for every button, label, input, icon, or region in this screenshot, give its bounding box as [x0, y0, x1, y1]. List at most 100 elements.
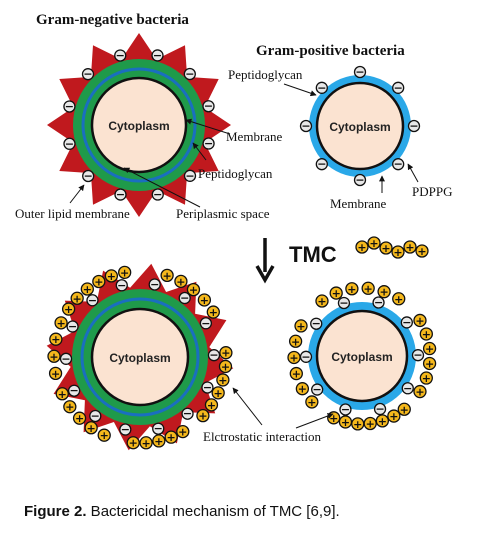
tmc-label: TMC [289, 242, 337, 267]
tmc-bead-icon: + [54, 316, 68, 330]
negative-charges: −−−−−−−−−− [299, 296, 425, 416]
tmc-bead-icon: + [294, 319, 308, 333]
negative-charge-icon: − [401, 382, 414, 395]
tmc-bead-icon: + [419, 327, 433, 341]
tmc-bead-icon: + [174, 274, 188, 288]
svg-text:+: + [332, 287, 341, 300]
pdppg-label: PDPPG [412, 184, 452, 199]
tmc-bead-icon: + [216, 373, 230, 387]
gram-negative-cell: Cytoplasm −−−−−−−−−−−− [47, 33, 231, 217]
negative-charge-icon: − [183, 67, 196, 80]
tmc-bead-icon: + [351, 417, 365, 431]
tmc-bead-icon: + [327, 411, 341, 425]
cytoplasm-label: Cytoplasm [109, 351, 170, 365]
svg-text:−: − [339, 296, 348, 309]
svg-text:+: + [298, 383, 307, 396]
svg-text:−: − [116, 188, 125, 201]
svg-text:−: − [83, 68, 92, 81]
negative-charge-icon: − [89, 409, 102, 422]
svg-text:−: − [183, 407, 192, 420]
negative-charge-icon: − [59, 352, 73, 365]
electrostatic-interaction-label: Elctrostatic interaction [203, 429, 322, 444]
svg-text:−: − [201, 317, 210, 330]
svg-text:−: − [203, 381, 212, 394]
svg-text:+: + [221, 347, 230, 360]
tmc-bead-icon: + [391, 245, 405, 259]
tmc-bead-icon: + [80, 282, 94, 296]
tmc-bead-icon: + [397, 402, 411, 416]
cytoplasm-label: Cytoplasm [108, 119, 169, 133]
tmc-bead-icon: + [288, 334, 303, 348]
negative-charge-icon: − [299, 350, 313, 363]
membrane-label-gp: Membrane [330, 196, 387, 211]
svg-text:+: + [379, 286, 388, 299]
tmc-bead-icon: + [70, 291, 84, 305]
tmc-bead-icon: + [419, 371, 433, 385]
bound-tmc-chains: +++++++++++++++++++++++++ [287, 281, 437, 431]
tmc-bead-icon: + [377, 285, 391, 299]
tmc-bead-icon: + [422, 341, 437, 356]
tmc-bead-icon: + [367, 236, 381, 250]
svg-text:−: − [355, 174, 364, 187]
svg-text:+: + [141, 437, 150, 450]
svg-text:+: + [405, 241, 414, 254]
svg-text:−: − [374, 296, 383, 309]
svg-text:+: + [120, 266, 129, 279]
svg-text:+: + [364, 282, 373, 295]
svg-text:+: + [317, 295, 326, 308]
svg-text:−: − [121, 423, 130, 436]
svg-text:+: + [56, 317, 65, 330]
negative-charge-icon: − [151, 49, 164, 62]
svg-text:+: + [381, 242, 390, 255]
tmc-bead-icon: + [104, 269, 119, 283]
svg-text:−: − [317, 81, 326, 94]
svg-text:+: + [291, 335, 300, 348]
svg-text:+: + [357, 241, 366, 254]
tmc-bead-icon: + [379, 241, 393, 255]
svg-text:+: + [292, 368, 301, 381]
tmc-bead-icon: + [305, 395, 319, 409]
tmc-bead-icon: + [211, 386, 225, 400]
tmc-bead-icon: + [63, 400, 77, 414]
svg-text:+: + [64, 303, 73, 316]
tmc-bead-icon: + [176, 424, 190, 439]
svg-text:+: + [218, 374, 227, 387]
svg-text:+: + [209, 306, 218, 319]
negative-charge-icon: − [114, 49, 127, 62]
negative-charges: −−−−−−−−−−−− [63, 49, 215, 201]
svg-text:+: + [422, 372, 431, 385]
svg-text:−: − [403, 382, 412, 395]
tmc-bead-icon: + [152, 434, 166, 448]
svg-text:−: − [394, 81, 403, 94]
svg-text:−: − [65, 137, 74, 150]
negative-charge-icon: − [310, 317, 323, 330]
svg-text:+: + [87, 422, 96, 435]
tmc-bead-icon: + [196, 408, 210, 423]
outer-lipid-membrane-label: Outer lipid membrane [15, 206, 130, 221]
down-arrow-icon [255, 238, 275, 284]
svg-text:+: + [58, 388, 67, 401]
negative-charge-icon: − [311, 383, 324, 396]
gram-negative-cell-treated: Cytoplasm −−−−−−−−−−−−−− +++++++++++++++… [46, 263, 234, 451]
svg-text:+: + [75, 412, 84, 425]
cytoplasm-region [90, 76, 188, 174]
tmc-bead-icon: + [118, 265, 132, 279]
svg-text:−: − [409, 120, 418, 133]
negative-charge-icon: − [201, 381, 214, 394]
negative-charge-icon: − [392, 158, 405, 171]
tmc-bead-icon: + [61, 302, 76, 316]
tmc-bead-icon: + [287, 350, 301, 364]
svg-text:+: + [221, 360, 230, 373]
svg-text:+: + [366, 418, 375, 431]
svg-text:+: + [307, 396, 316, 409]
tmc-bead-icon: + [197, 293, 212, 307]
svg-text:+: + [51, 333, 60, 346]
svg-text:+: + [415, 386, 424, 399]
negative-charge-icon: − [181, 407, 194, 420]
tmc-bead-icon: + [204, 398, 219, 412]
negative-charge-icon: − [67, 384, 81, 397]
svg-text:−: − [301, 120, 310, 133]
negative-charge-icon: − [152, 422, 165, 435]
cytoplasm-label: Cytoplasm [331, 350, 392, 364]
svg-text:−: − [301, 350, 310, 363]
